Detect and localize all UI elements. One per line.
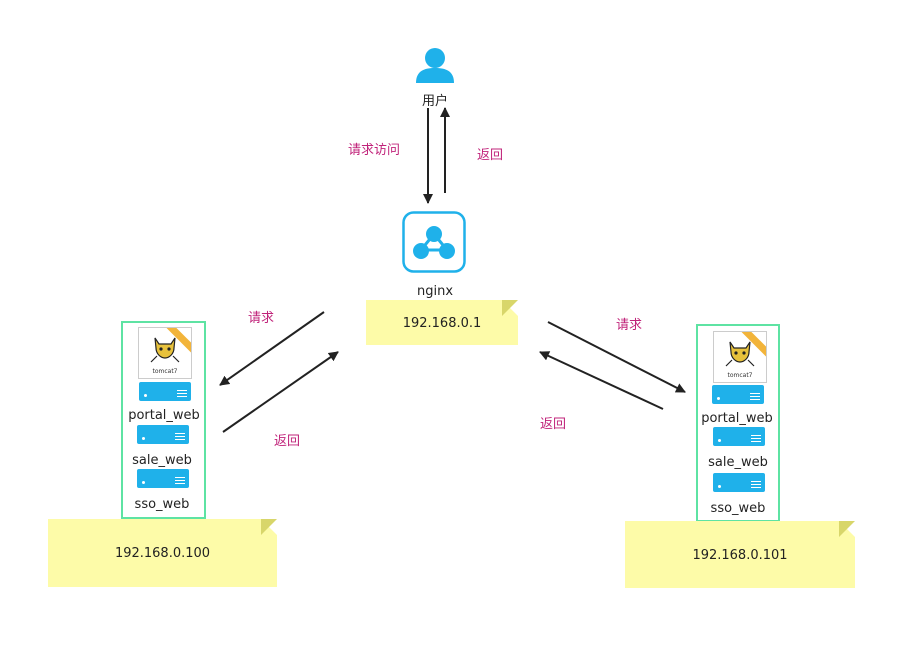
arrow-nginx-to-right: [547, 321, 686, 393]
left-app-sale-web: sale_web: [132, 453, 192, 468]
right-app-portal-web: portal_web: [701, 411, 773, 426]
server-icon: [137, 469, 189, 488]
user-label: 用户: [422, 94, 449, 109]
edge-label-left-return: 返回: [274, 434, 301, 449]
edge-label-right-request: 请求: [616, 318, 643, 333]
arrow-right-to-nginx: [539, 351, 664, 410]
tomcat-icon: tomcat7: [713, 331, 767, 383]
nginx-ip-note: 192.168.0.1: [366, 300, 518, 345]
share-hub-icon: [402, 211, 466, 273]
right-ip-note: 192.168.0.101: [625, 521, 855, 588]
tomcat-icon: tomcat7: [138, 327, 192, 379]
server-icon: [713, 473, 765, 492]
left-ip-note: 192.168.0.100: [48, 519, 277, 587]
edge-label-user-return: 返回: [477, 148, 504, 163]
server-icon: [139, 382, 191, 401]
arrow-left-to-nginx: [222, 351, 339, 433]
server-icon: [137, 425, 189, 444]
tomcat-label: tomcat7: [152, 368, 178, 375]
right-app-sale-web: sale_web: [708, 455, 768, 470]
user-icon: [414, 46, 456, 84]
tomcat-label: tomcat7: [727, 372, 753, 379]
server-icon: [712, 385, 764, 404]
left-server-ip: 192.168.0.100: [114, 546, 211, 561]
edge-label-user-request: 请求访问: [348, 143, 401, 158]
right-app-sso-web: sso_web: [710, 501, 766, 516]
right-server-ip: 192.168.0.101: [692, 548, 788, 563]
nginx-ip: 192.168.0.1: [402, 316, 482, 331]
left-app-sso-web: sso_web: [134, 497, 190, 512]
nginx-label: nginx: [417, 284, 454, 299]
server-icon: [713, 427, 765, 446]
edge-label-right-return: 返回: [540, 417, 567, 432]
edge-label-left-request: 请求: [248, 311, 275, 326]
left-app-portal-web: portal_web: [128, 408, 200, 423]
arrow-nginx-to-left: [219, 311, 325, 386]
